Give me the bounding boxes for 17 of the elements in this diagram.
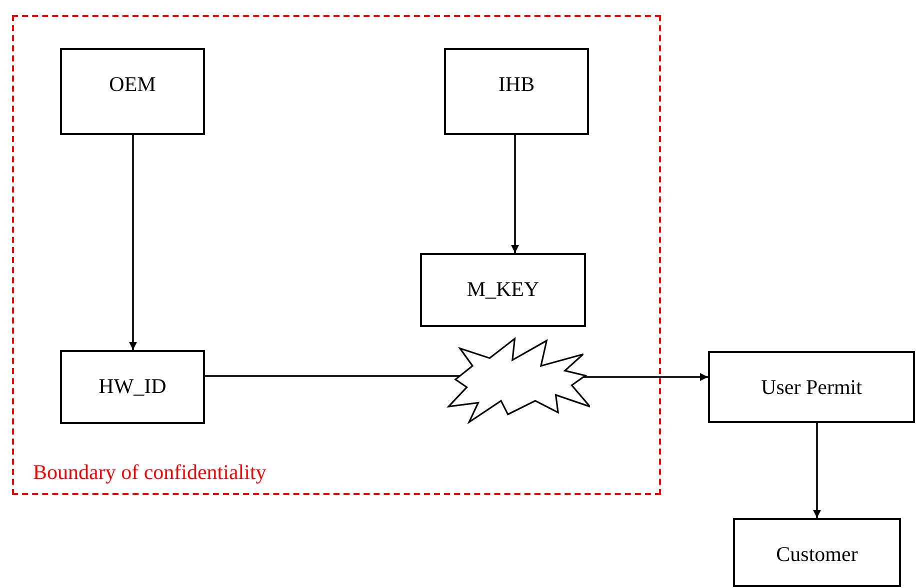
arrow <box>129 135 137 350</box>
process-box <box>444 48 589 135</box>
box-label: HW_ID <box>98 374 166 399</box>
dashed-boundary <box>12 15 661 495</box>
box-label: User Permit <box>761 375 862 400</box>
box-label: M_KEY <box>466 277 540 302</box>
process-box <box>60 350 205 424</box>
arrow <box>813 423 821 518</box>
box-label: IHB <box>498 72 535 97</box>
box-label: OEM <box>109 72 156 97</box>
process-box <box>60 48 205 135</box>
boundary-label: Boundary of confidentiality <box>33 460 266 485</box>
arrow <box>511 135 519 253</box>
process-box <box>420 253 586 327</box>
process-box <box>708 351 915 423</box>
box-label: Customer <box>776 542 858 567</box>
process-box <box>733 518 901 587</box>
